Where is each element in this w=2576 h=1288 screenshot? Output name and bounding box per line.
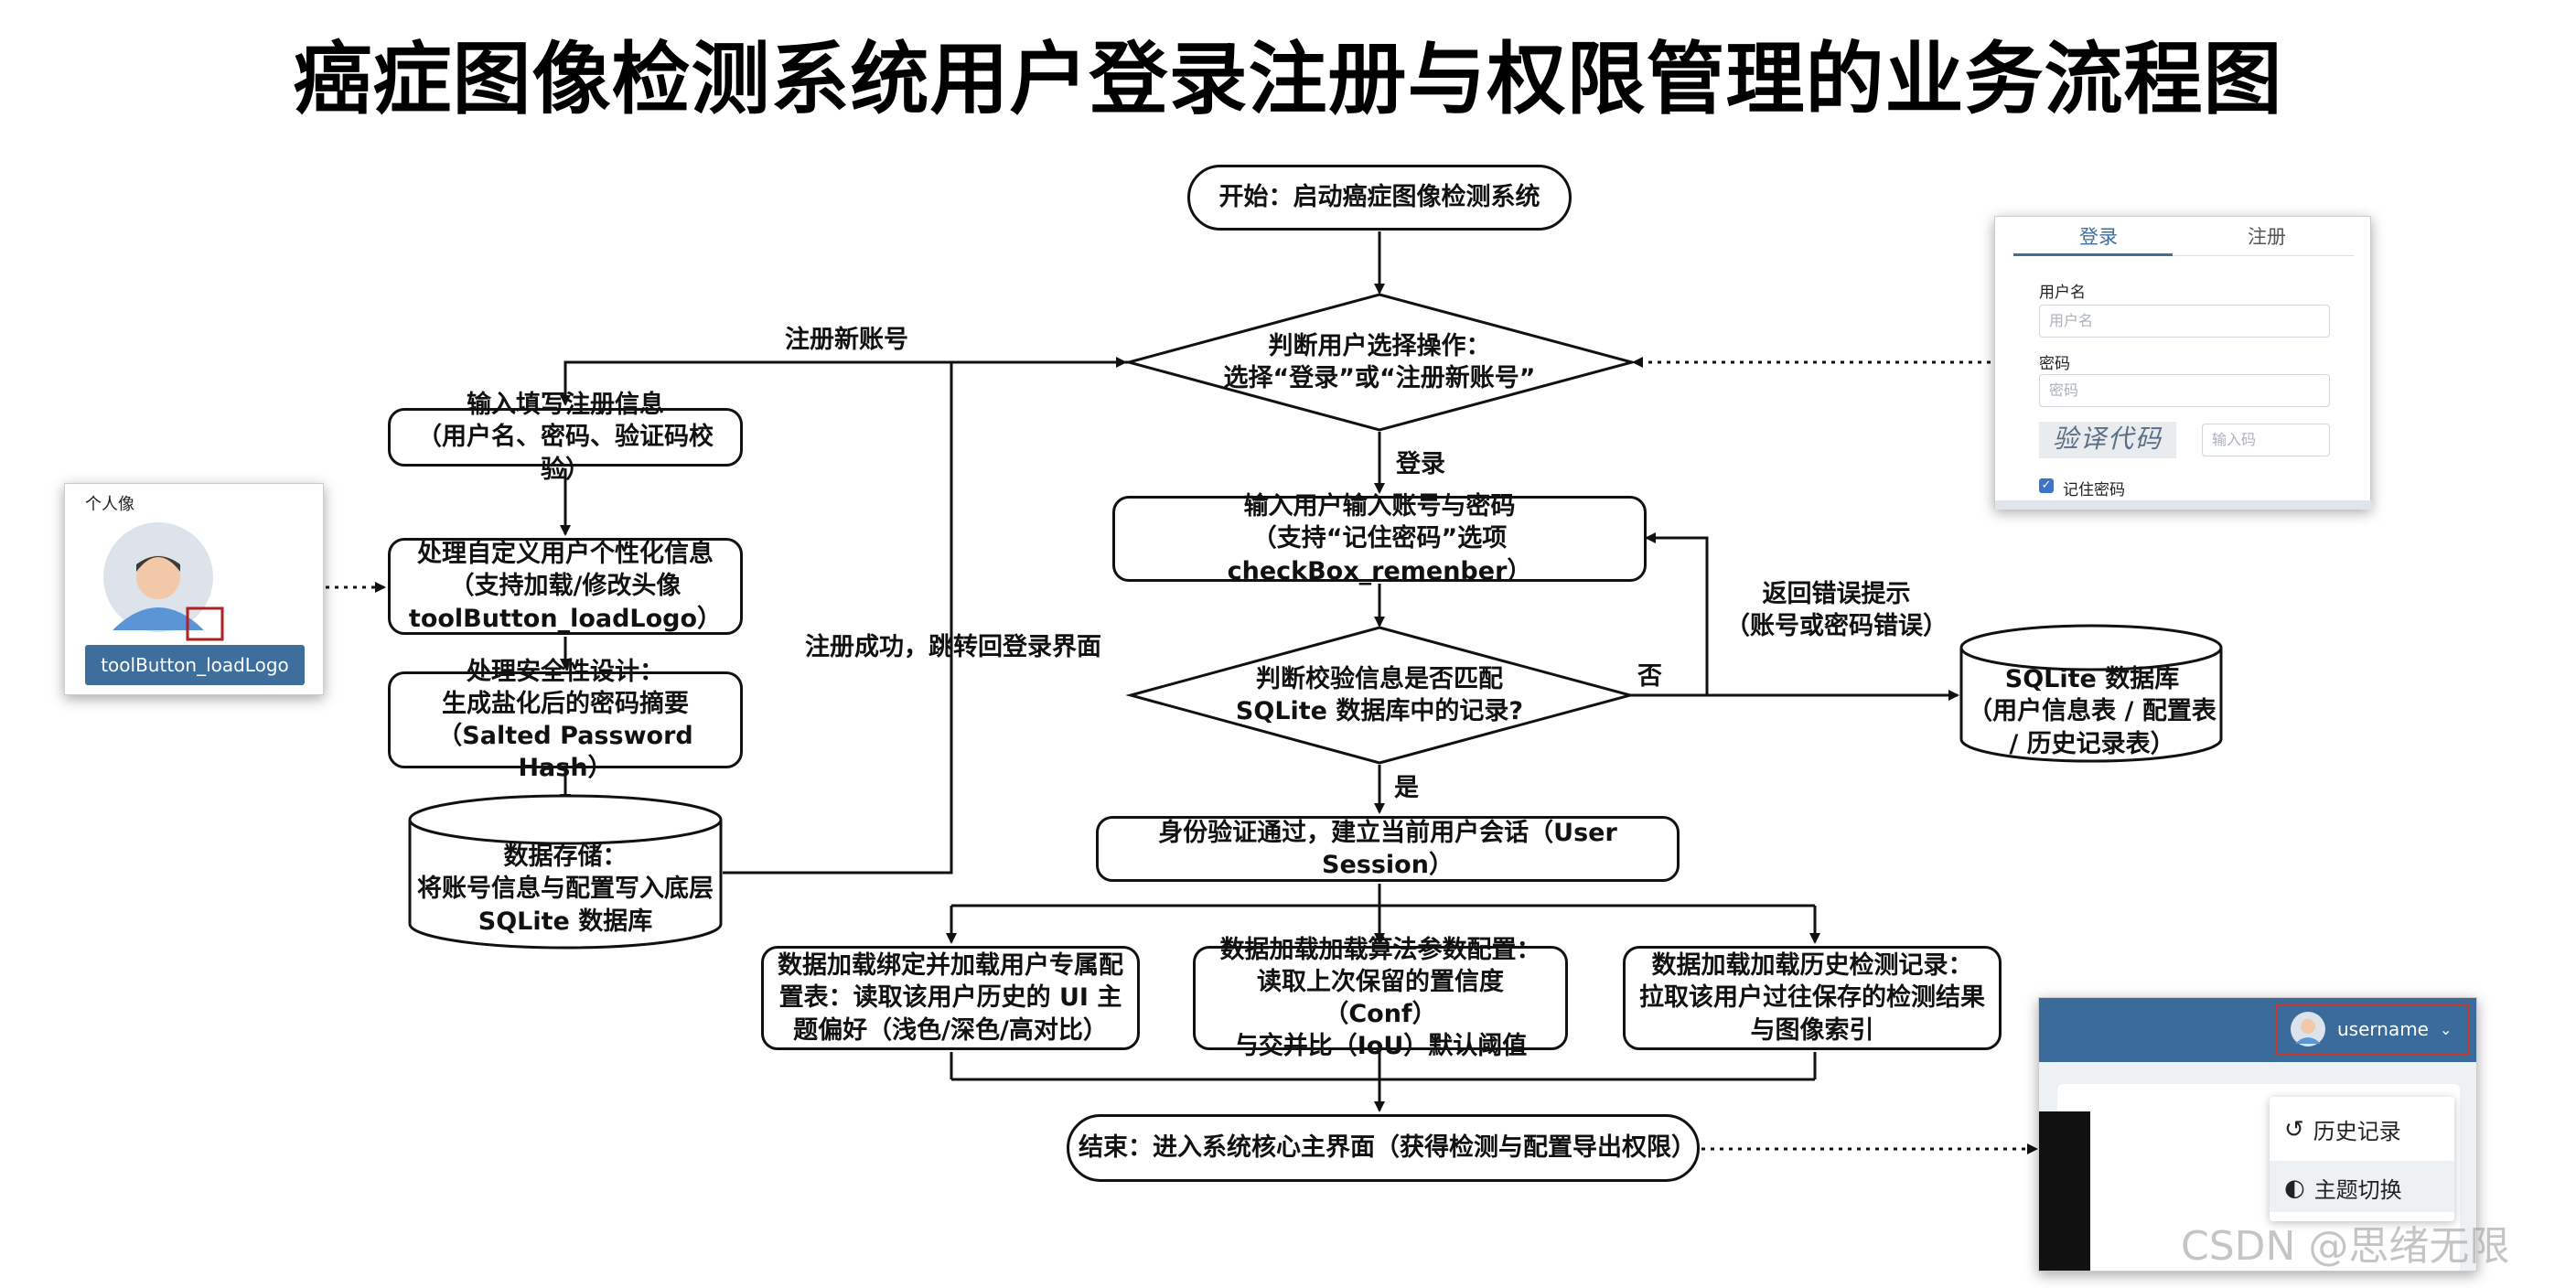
label-register-success: 注册成功，跳转回登录界面 — [805, 633, 1101, 661]
theme-icon: ◐ — [2284, 1174, 2305, 1202]
tab-login[interactable]: 登录 — [2079, 226, 2118, 248]
image-thumbnail — [2039, 1111, 2090, 1271]
reg-store-text: 数据存储： 将账号信息与配置写入底层 SQLite 数据库 — [417, 843, 714, 936]
user-panel-header — [2039, 998, 2476, 1062]
username-text: username — [2337, 1018, 2429, 1040]
menu-theme-label: 主题切换 — [2313, 1177, 2402, 1203]
user-panel: username ⌄ ↺ 历史记录 ◐ 主题切换 — [2038, 997, 2477, 1272]
remember-label: 记住密码 — [2063, 481, 2125, 499]
tab-register[interactable]: 注册 — [2248, 226, 2286, 248]
end-node: 结束：进入系统核心主界面（获得检测与配置导出权限） — [1067, 1114, 1700, 1182]
load-history-node: 数据加载加载历史检测记录： 拉取该用户过往保存的检测结果 与图像索引 — [1623, 946, 2002, 1050]
username-label: 用户名 — [2039, 284, 2086, 302]
user-menu-trigger[interactable]: username ⌄ — [2275, 1004, 2469, 1055]
captcha-input[interactable]: 输入码 — [2202, 424, 2330, 456]
user-avatar-icon — [2291, 1012, 2325, 1046]
username-input[interactable]: 用户名 — [2039, 305, 2330, 338]
avatar-icon — [103, 522, 224, 641]
avatar-label: 个人像 — [85, 495, 134, 514]
password-label: 密码 — [2039, 355, 2070, 373]
password-input[interactable]: 密码 — [2039, 374, 2330, 407]
label-register-new: 注册新账号 — [785, 326, 908, 354]
edge-register-success — [723, 357, 1127, 875]
login-input-node: 输入用户输入账号与密码 （支持“记住密码”选项 checkBox_remenbe… — [1112, 492, 1647, 585]
edge-decision-register — [560, 360, 1129, 406]
decision-choice-text: 判断用户选择操作： 选择“登录”或“注册新账号” — [1223, 331, 1536, 392]
load-logo-button[interactable]: toolButton_loadLogo — [85, 645, 305, 685]
tab-divider — [2013, 255, 2354, 256]
start-node: 开始：启动癌症图像检测系统 — [1187, 165, 1572, 231]
load-params-node: 数据加载加载算法参数配置： 读取上次保留的置信度（Conf） 与交并比（IoU）… — [1193, 936, 1568, 1060]
menu-item-theme[interactable]: ◐ 主题切换 — [2284, 1172, 2402, 1204]
db-cylinder — [1959, 624, 2223, 763]
label-return-error: 返回错误提示 （账号或密码错误） — [1725, 580, 1948, 641]
captcha-image[interactable]: 验译代码 — [2039, 422, 2176, 458]
menu-history-label: 历史记录 — [2313, 1119, 2401, 1144]
history-icon: ↺ — [2284, 1115, 2304, 1143]
decision-match-shape — [1125, 626, 1636, 765]
watermark: CSDN @思绪无限 — [2181, 1223, 2510, 1270]
db-text: SQLite 数据库 （用户信息表 / 配置表 / 历史记录表） — [1968, 665, 2216, 758]
label-login: 登录 — [1396, 450, 1445, 478]
login-panel-footer — [1995, 500, 2372, 510]
decision-choice-shape — [1123, 293, 1637, 432]
tab-active-indicator — [2013, 253, 2173, 256]
reg-security-node: 处理安全性设计： 生成盐化后的密码摘要 （Salted Password Has… — [388, 658, 743, 782]
reg-input-node: 输入填写注册信息 （用户名、密码、验证码校验） — [388, 391, 743, 484]
menu-item-hover-bg — [2270, 1161, 2454, 1212]
load-ui-node: 数据加载绑定并加载用户专属配 置表：读取该用户历史的 UI 主 题偏好（浅色/深… — [761, 946, 1140, 1050]
page-title: 癌症图像检测系统用户登录注册与权限管理的业务流程图 — [293, 34, 2283, 125]
session-node: 身份验证通过，建立当前用户会话（User Session） — [1096, 816, 1680, 882]
chevron-down-icon: ⌄ — [2440, 1020, 2453, 1038]
label-yes: 是 — [1394, 774, 1419, 802]
remember-checkbox[interactable]: ✓ — [2039, 478, 2054, 493]
user-dropdown-menu: ↺ 历史记录 ◐ 主题切换 — [2270, 1097, 2454, 1221]
label-no: 否 — [1637, 662, 1662, 691]
menu-item-history[interactable]: ↺ 历史记录 — [2284, 1113, 2401, 1145]
login-panel: 登录 注册 用户名 用户名 密码 密码 验译代码 输入码 ✓ 记住密码 — [1994, 216, 2372, 510]
reg-store-cylinder — [408, 794, 723, 950]
avatar-panel: 个人像 toolButton_loadLogo — [64, 483, 324, 695]
reg-custom-node: 处理自定义用户个性化信息 （支持加载/修改头像 toolButton_loadL… — [388, 538, 743, 635]
decision-match-text: 判断校验信息是否匹配 SQLite 数据库中的记录? — [1235, 664, 1524, 725]
